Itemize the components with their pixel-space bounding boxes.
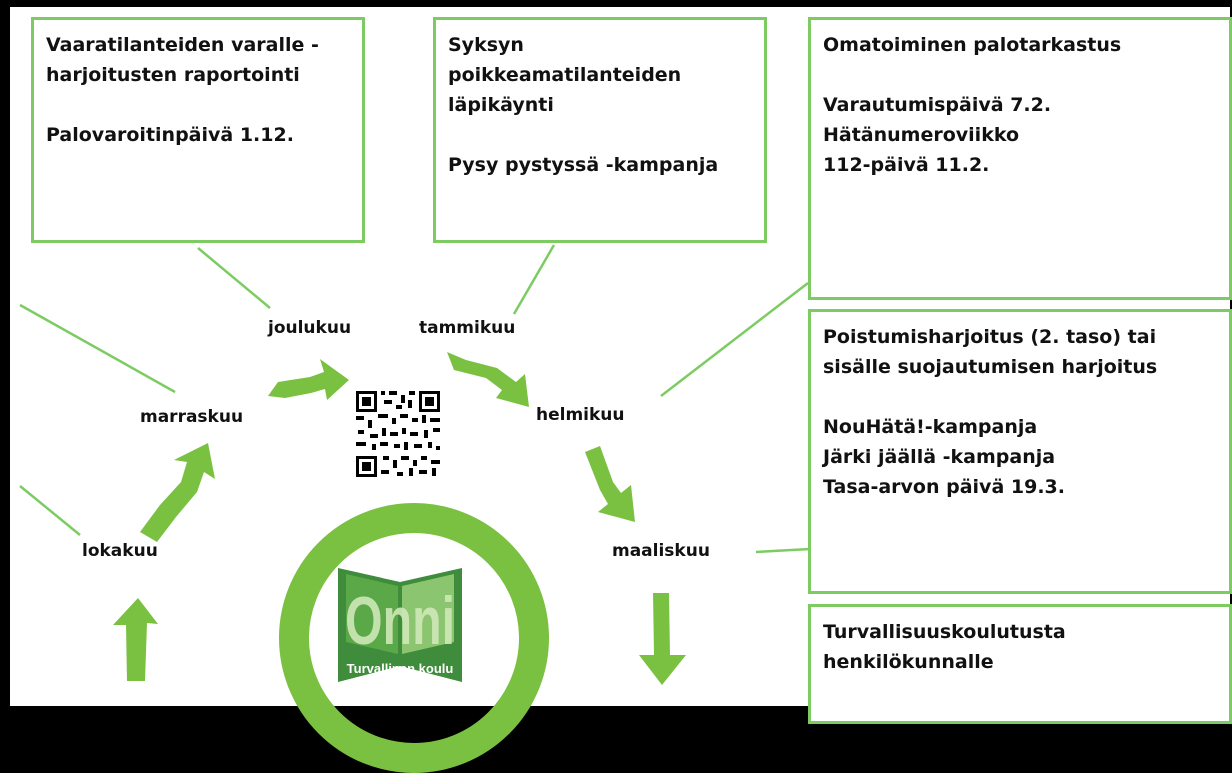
- onni-logo: Onni: [338, 568, 462, 682]
- box-march-item-2: Järki jäällä -kampanja: [823, 446, 1056, 468]
- box-february-item-2: Hätänumeroviikko: [823, 124, 1020, 146]
- box-march-line-2: sisälle suojautumisen harjoitus: [823, 356, 1158, 378]
- logo-brand-text: Onni: [345, 583, 455, 659]
- box-april: Turvallisuuskoulutusta henkilökunnalle: [808, 604, 1232, 724]
- box-january-line-1: Syksyn: [448, 34, 524, 56]
- box-february: Omatoiminen palotarkastus Varautumispäiv…: [808, 17, 1232, 300]
- box-december-title-1: Vaaratilanteiden varalle -: [46, 34, 319, 56]
- box-march-item-3: Tasa-arvon päivä 19.3.: [823, 476, 1065, 498]
- box-january-line-2: poikkeamatilanteiden: [448, 64, 682, 86]
- box-april-line-2: henkilökunnalle: [823, 651, 994, 673]
- month-helmikuu: helmikuu: [536, 405, 625, 425]
- box-december: Vaaratilanteiden varalle - harjoitusten …: [31, 17, 365, 243]
- box-february-item-1: Varautumispäivä 7.2.: [823, 94, 1052, 116]
- month-marraskuu: marraskuu: [140, 407, 244, 427]
- month-joulukuu: joulukuu: [268, 318, 352, 338]
- box-march-item-1: NouHätä!-kampanja: [823, 416, 1038, 438]
- box-february-title: Omatoiminen palotarkastus: [823, 34, 1122, 56]
- month-lokakuu: lokakuu: [82, 541, 158, 561]
- logo-subtitle: Turvallinen koulu: [346, 661, 454, 676]
- box-march-line-1: Poistumisharjoitus (2. taso) tai: [823, 326, 1157, 348]
- box-march: Poistumisharjoitus (2. taso) tai sisälle…: [808, 309, 1232, 594]
- month-tammikuu: tammikuu: [419, 318, 516, 338]
- box-january-item-1: Pysy pystyssä -kampanja: [448, 154, 719, 176]
- box-january-line-3: läpikäynti: [448, 94, 554, 116]
- box-december-item-1: Palovaroitinpäivä 1.12.: [46, 124, 294, 146]
- box-february-item-3: 112-päivä 11.2.: [823, 154, 990, 176]
- box-december-title-2: harjoitusten raportointi: [46, 64, 300, 86]
- month-maaliskuu: maaliskuu: [612, 541, 710, 561]
- box-april-line-1: Turvallisuuskoulutusta: [823, 621, 1066, 643]
- box-january: Syksyn poikkeamatilanteiden läpikäynti P…: [433, 17, 767, 243]
